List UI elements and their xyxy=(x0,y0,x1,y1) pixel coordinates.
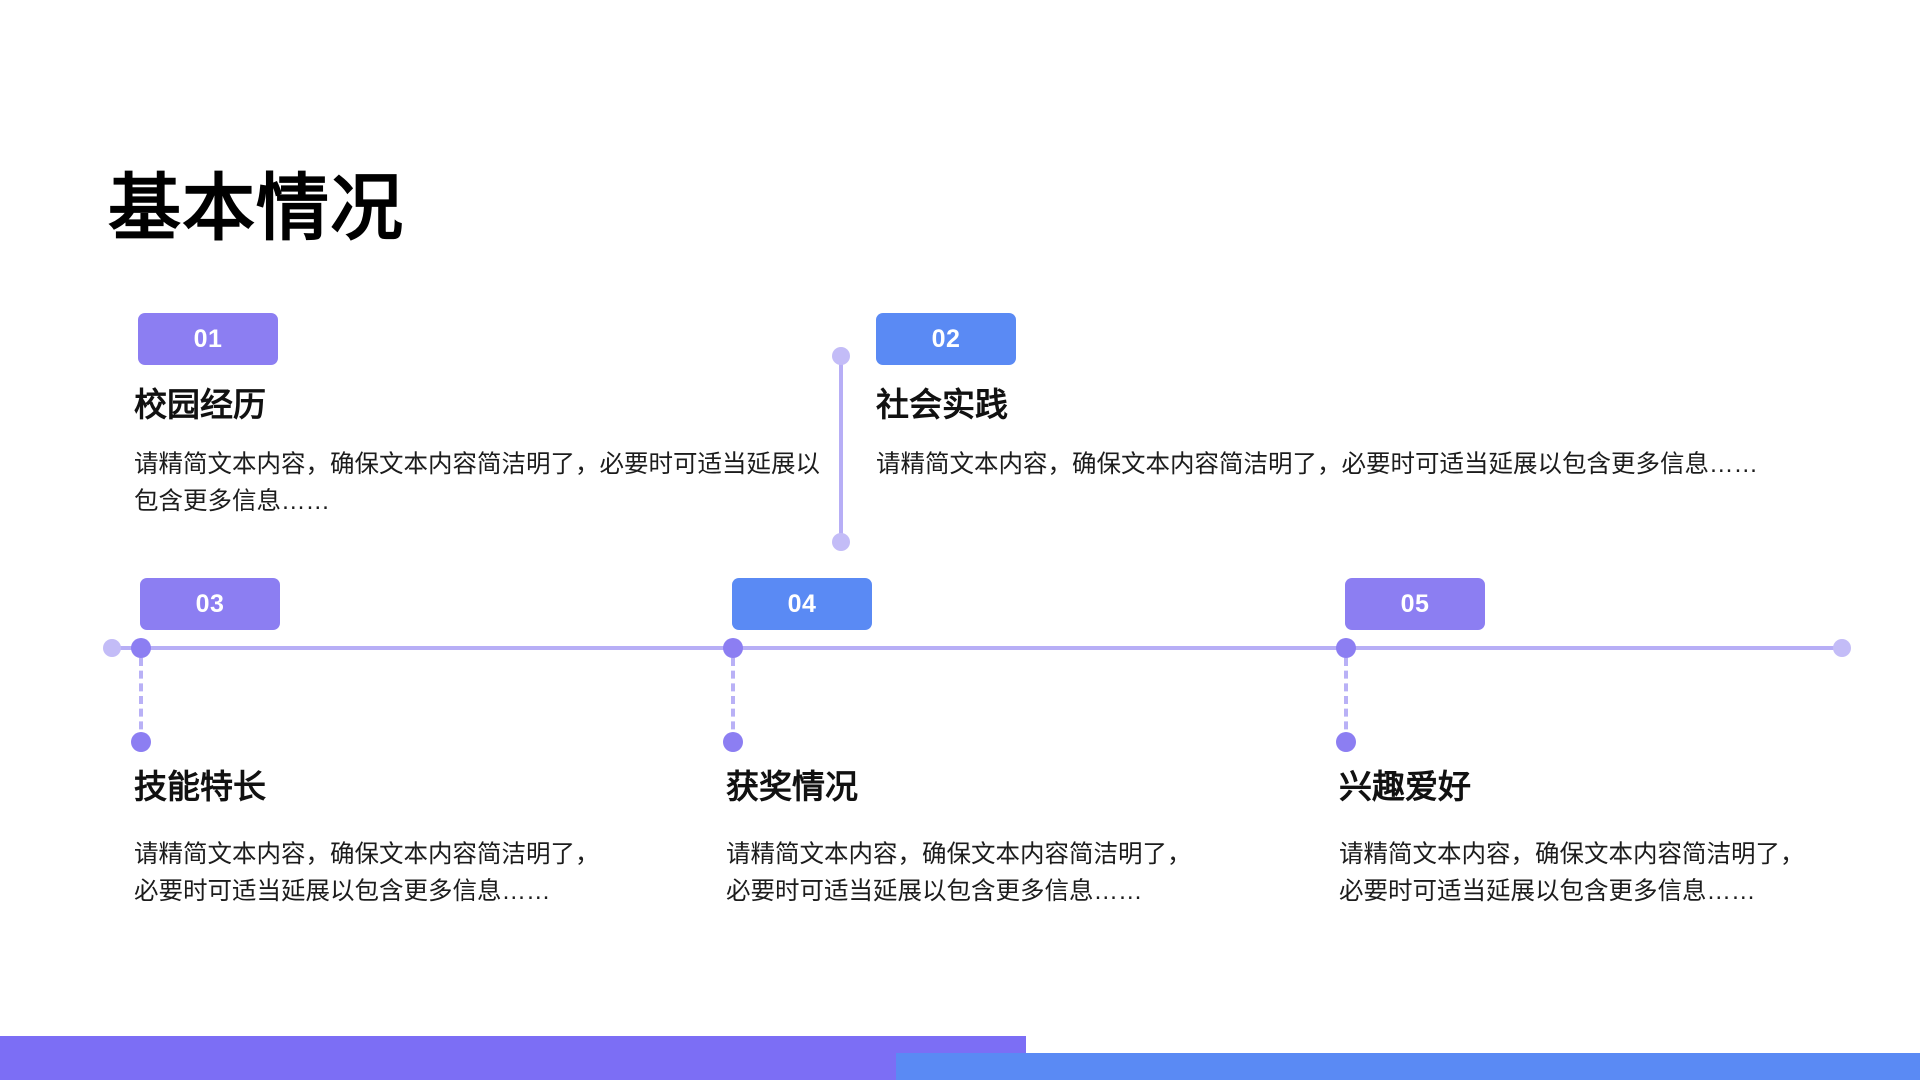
badge-03-number: 03 xyxy=(195,589,225,618)
footer-bar-purple xyxy=(0,1036,1026,1080)
item-body-03: 请精简文本内容，确保文本内容简洁明了，必要时可适当延展以包含更多信息…… xyxy=(134,841,600,906)
timeline-axis xyxy=(112,646,1842,650)
page-title: 基本情况 xyxy=(108,168,404,249)
item-title-01: 校园经历 xyxy=(134,386,266,423)
item-title-05: 兴趣爱好 xyxy=(1339,768,1471,805)
item-body-04: 请精简文本内容，确保文本内容简洁明了，必要时可适当延展以包含更多信息…… xyxy=(726,841,1192,906)
connector-dot-04-bottom xyxy=(723,732,743,752)
item-title-04: 获奖情况 xyxy=(726,768,858,805)
connector-dot-03-bottom xyxy=(131,732,151,752)
footer-bar-blue xyxy=(896,1053,1920,1080)
timeline-node-04[interactable] xyxy=(723,638,743,658)
connector-line-02 xyxy=(839,356,843,542)
timeline-end-dot-left xyxy=(103,639,121,657)
timeline-end-dot-right xyxy=(1833,639,1851,657)
item-title-03: 技能特长 xyxy=(134,768,266,805)
timeline-node-05[interactable] xyxy=(1336,638,1356,658)
connector-line-04 xyxy=(731,658,735,742)
badge-05-number: 05 xyxy=(1400,589,1430,618)
item-body-02: 请精简文本内容，确保文本内容简洁明了，必要时可适当延展以包含更多信息…… xyxy=(876,451,1758,478)
item-title-02: 社会实践 xyxy=(876,386,1008,423)
item-body-05: 请精简文本内容，确保文本内容简洁明了，必要时可适当延展以包含更多信息…… xyxy=(1339,841,1805,906)
connector-dot-05-bottom xyxy=(1336,732,1356,752)
connector-dot-02-top xyxy=(832,347,850,365)
timeline-node-03[interactable] xyxy=(131,638,151,658)
badge-04[interactable]: 04 xyxy=(732,578,872,630)
connector-dot-02-bottom xyxy=(832,533,850,551)
badge-01[interactable]: 01 xyxy=(138,313,278,365)
badge-02-number: 02 xyxy=(931,324,961,353)
badge-03[interactable]: 03 xyxy=(140,578,280,630)
badge-02[interactable]: 02 xyxy=(876,313,1016,365)
item-body-01: 请精简文本内容，确保文本内容简洁明了，必要时可适当延展以包含更多信息…… xyxy=(134,451,820,516)
connector-line-05 xyxy=(1344,658,1348,742)
badge-04-number: 04 xyxy=(787,589,817,618)
badge-05[interactable]: 05 xyxy=(1345,578,1485,630)
badge-01-number: 01 xyxy=(193,324,223,353)
connector-line-03 xyxy=(139,658,143,742)
